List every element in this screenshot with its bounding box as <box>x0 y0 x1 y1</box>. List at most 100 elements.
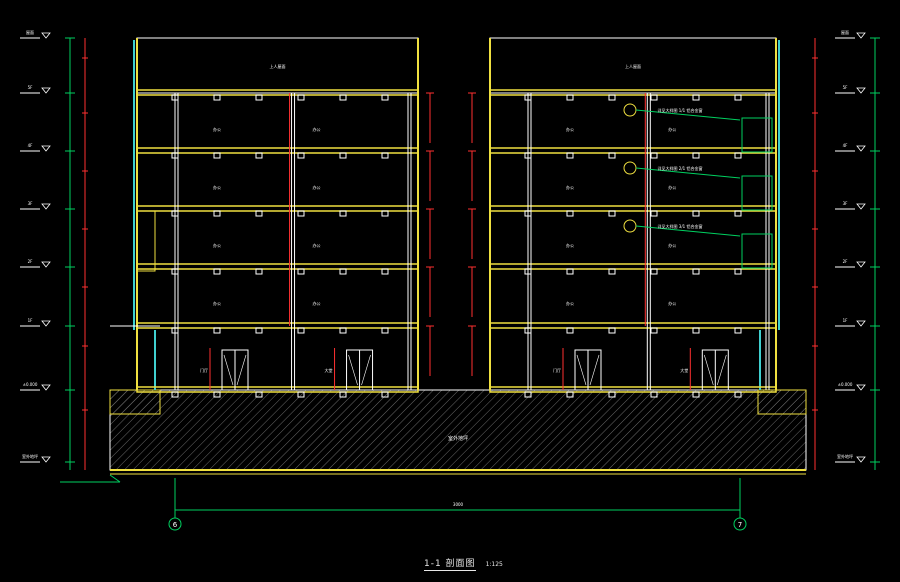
left-block-beam <box>255 210 263 217</box>
right-block-beam <box>608 391 616 398</box>
elevation-mark-label: 3F <box>28 201 34 206</box>
detail-leader <box>635 225 741 237</box>
left-block-room-label: 办公 <box>213 300 221 306</box>
left-block-beam <box>339 268 347 275</box>
elevation-mark-label: 室外地坪 <box>22 453 38 459</box>
detail-note: 详见大样图 2/1 铝合金窗 <box>658 165 703 171</box>
right-block-room-label: 办公 <box>566 184 574 190</box>
left-block-room-label: 办公 <box>313 242 321 248</box>
elevation-triangle <box>856 32 866 39</box>
left-block-beam <box>255 94 263 101</box>
left-block-beam <box>171 391 179 398</box>
left-block-beam <box>213 152 221 159</box>
elevation-mark-label: 2F <box>843 259 849 264</box>
left-block-door-swing <box>223 354 234 386</box>
left-block-beam <box>213 391 221 398</box>
left-block-ground-label: 大堂 <box>325 367 333 373</box>
right-block-beam <box>608 268 616 275</box>
drawing-title: 1-1 剖面图 <box>424 556 476 571</box>
left-block-room-label: 办公 <box>313 126 321 132</box>
left-block-beam <box>381 327 389 334</box>
right-block-beam <box>692 210 700 217</box>
left-block-beam <box>213 268 221 275</box>
right-block-door-swing <box>717 354 727 386</box>
left-block-room-label: 办公 <box>213 126 221 132</box>
left-block-beam <box>255 268 263 275</box>
left-block-floor-slab-2 <box>136 205 419 212</box>
left-block-beam <box>297 152 305 159</box>
right-block-floor-slab-2 <box>489 205 777 212</box>
right-block-beam <box>608 210 616 217</box>
right-block-floor-slab-3 <box>489 263 777 270</box>
right-block-beam <box>650 327 658 334</box>
right-block-beam <box>566 94 574 101</box>
left-block-beam <box>213 94 221 101</box>
foundation-hatch <box>109 389 807 471</box>
right-block-room-label: 办公 <box>668 126 676 132</box>
right-block-beam <box>734 210 742 217</box>
left-block-beam <box>297 391 305 398</box>
elevation-triangle <box>41 384 51 391</box>
elevation-mark-label: 1F <box>843 318 849 323</box>
right-block-beam <box>608 327 616 334</box>
right-block-roof-label: 上人屋面 <box>625 63 641 69</box>
left-block-beam <box>339 94 347 101</box>
right-block-room-label: 办公 <box>668 242 676 248</box>
right-block-room-label: 办公 <box>668 300 676 306</box>
right-block-beam <box>650 391 658 398</box>
axis-bubble-right <box>733 517 747 531</box>
detail-note: 详见大样图 3/1 铝合金窗 <box>658 223 703 229</box>
left-block-floor-slab-1 <box>136 147 419 154</box>
left-block-beam <box>255 327 263 334</box>
left-block-beam <box>255 391 263 398</box>
right-block-beam <box>734 152 742 159</box>
detail-callout-circle <box>623 219 637 233</box>
right-block-floor-slab-5 <box>489 386 777 393</box>
left-block-floor-slab-4 <box>136 322 419 329</box>
left-block-floor-slab-3 <box>136 263 419 270</box>
right-block-ground-label: 大堂 <box>680 367 688 373</box>
right-block-beam <box>608 94 616 101</box>
right-block-beam <box>650 94 658 101</box>
right-block-beam <box>692 391 700 398</box>
right-block-door-swing <box>576 354 587 386</box>
left-block-room-label: 办公 <box>313 184 321 190</box>
left-block-beam <box>297 268 305 275</box>
drawing-scale: 1:125 <box>485 561 503 568</box>
right-block-floor-slab-1 <box>489 147 777 154</box>
left-block-beam <box>381 391 389 398</box>
drawing-title-block: 1-1 剖面图 1:125 <box>424 556 503 571</box>
elevation-mark-label: 4F <box>28 143 34 148</box>
right-block-beam <box>566 268 574 275</box>
elevation-mark-label: 屋面 <box>26 29 34 35</box>
right-block-room-label: 办公 <box>566 126 574 132</box>
right-block-beam <box>734 268 742 275</box>
right-block-beam <box>566 327 574 334</box>
detail-window-frame <box>741 175 773 211</box>
elevation-mark-label: 2F <box>28 259 34 264</box>
right-block-beam <box>608 152 616 159</box>
detail-callout-circle <box>623 161 637 175</box>
right-block-beam <box>734 327 742 334</box>
left-block-beam <box>213 327 221 334</box>
right-block-beam <box>692 152 700 159</box>
right-block-beam <box>650 268 658 275</box>
elevation-mark-label: 室外地坪 <box>837 453 853 459</box>
elevation-triangle <box>41 261 51 268</box>
elevation-triangle <box>856 203 866 210</box>
left-block-beam <box>297 210 305 217</box>
detail-window-frame <box>741 117 773 153</box>
right-block-room-label: 办公 <box>566 242 574 248</box>
elevation-triangle <box>41 87 51 94</box>
left-block-beam <box>297 327 305 334</box>
elevation-triangle <box>856 87 866 94</box>
axis-bubble-left <box>168 517 182 531</box>
right-block-beam <box>566 152 574 159</box>
elevation-triangle <box>41 32 51 39</box>
right-block-ground-label: 门厅 <box>553 367 561 373</box>
left-block-room-label: 办公 <box>313 300 321 306</box>
left-block-ground-label: 门厅 <box>200 367 208 373</box>
detail-callout-circle <box>623 103 637 117</box>
right-block-beam <box>566 210 574 217</box>
